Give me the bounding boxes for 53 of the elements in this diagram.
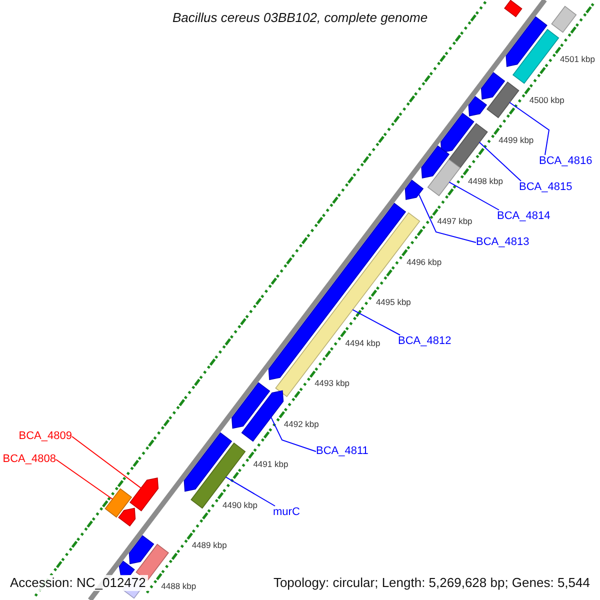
- gene-feature: [448, 122, 488, 168]
- leader-line: [270, 416, 316, 452]
- gene-feature: [241, 390, 284, 442]
- tick-label: 4492 kbp: [284, 418, 319, 430]
- leader-line: [352, 309, 400, 336]
- gene-feature: [232, 382, 270, 429]
- gene-label: BCA_4812: [398, 335, 452, 348]
- gene-feature: [421, 145, 450, 179]
- gene-label: BCA_4809: [18, 430, 72, 443]
- tick-label: 4495 kbp: [376, 297, 411, 308]
- accession-text: Accession: NC_012472: [8, 575, 148, 591]
- gene-feature: [190, 442, 246, 509]
- gene-feature: [118, 508, 136, 527]
- leader-line: [509, 102, 550, 156]
- leader-line: [479, 142, 522, 182]
- tick-label: 4498 kbp: [468, 176, 503, 187]
- gene-feature: [551, 6, 577, 33]
- gene-label: BCA_4815: [519, 181, 572, 194]
- leader-line: [56, 459, 113, 500]
- gene-feature: [104, 488, 132, 518]
- gene-label: BCA_4816: [539, 155, 592, 168]
- gene-feature: [506, 16, 548, 67]
- tick-label: 4489 kbp: [192, 540, 227, 552]
- tick-label: 4488 kbp: [161, 580, 196, 592]
- gene-feature: [130, 477, 159, 512]
- gene-feature: [480, 72, 506, 100]
- tick-label: 4490 kbp: [222, 500, 258, 511]
- tick-label: 4496 kbp: [406, 256, 442, 268]
- leader-line: [72, 436, 142, 489]
- gene-label: BCA_4808: [2, 453, 56, 466]
- gene-label: BCA_4813: [476, 236, 530, 249]
- tick-label: 4499 kbp: [498, 135, 534, 146]
- tick-label: 4501 kbp: [560, 54, 596, 66]
- gene-feature: [486, 82, 520, 118]
- leader-line: [418, 194, 476, 243]
- gene-label: BCA_4811: [316, 445, 368, 458]
- tick-label: 4493 kbp: [314, 378, 350, 390]
- gene-feature: [440, 112, 474, 154]
- gene-label: murC: [273, 506, 300, 519]
- gene-feature: [184, 432, 232, 492]
- tick-label: 4491 kbp: [253, 459, 288, 470]
- leader-line: [225, 476, 276, 506]
- tick-label: 4500 kbp: [529, 94, 564, 106]
- tick-label: 4494 kbp: [345, 338, 380, 349]
- tick-label: 4497 kbp: [437, 216, 472, 228]
- title: Bacillus cereus 03BB102, complete genome: [172, 10, 428, 26]
- gene-label: BCA_4814: [497, 210, 550, 223]
- genome-summary: Topology: circular; Length: 5,269,628 bp; Genes: 5,544: [271, 575, 592, 591]
- gene-feature: [128, 535, 154, 564]
- gene-feature: [512, 28, 560, 84]
- leader-line: [448, 182, 500, 210]
- gene-feature: [404, 180, 424, 200]
- gene-feature: [427, 158, 461, 196]
